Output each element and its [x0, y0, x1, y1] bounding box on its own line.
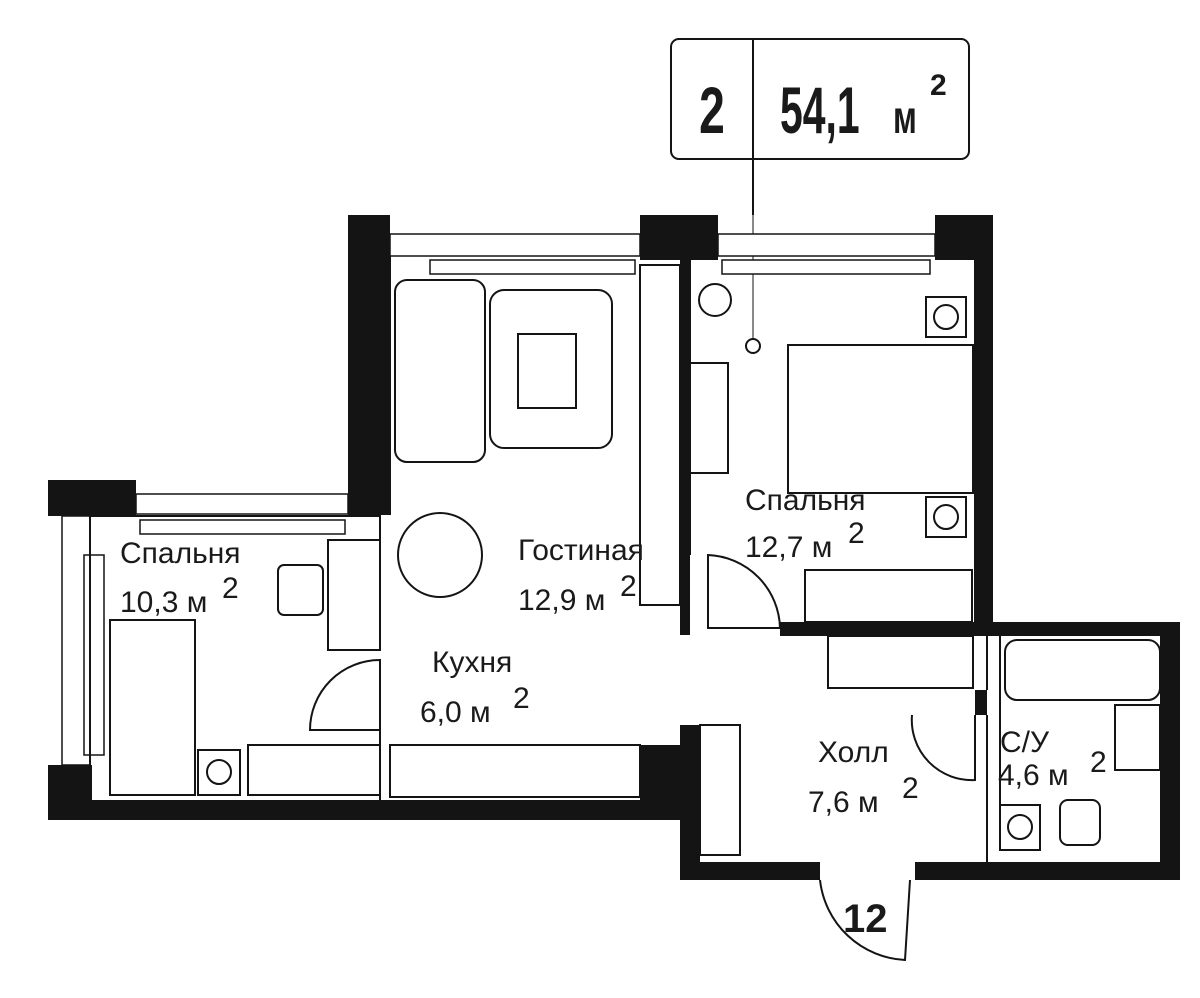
apartment-number: 12	[843, 897, 888, 941]
room-area: 12,9 м	[518, 584, 605, 617]
room-area: 7,6 м	[808, 786, 879, 819]
room-count: 2	[699, 74, 725, 148]
sofa	[394, 279, 486, 463]
toilet	[1059, 799, 1101, 846]
total-area: 54,1	[780, 73, 860, 148]
sup: 2	[222, 572, 239, 605]
room-name: Гостиная	[518, 534, 644, 567]
wardrobe	[804, 569, 973, 623]
wardrobe-bedroom	[689, 362, 729, 474]
wardrobe-living	[639, 264, 681, 606]
kitchen-counter	[389, 744, 641, 798]
washer	[1007, 814, 1033, 840]
apartment-badge: 2 54,1 м 2	[670, 38, 970, 354]
room-area: 10,3 м	[120, 586, 207, 619]
room-area: 4,6 м	[998, 759, 1069, 792]
area-unit: м	[893, 92, 917, 143]
plant	[698, 283, 732, 317]
area-unit-superscript: 2	[930, 69, 947, 102]
single-bed	[109, 619, 196, 796]
room-name: Кухня	[432, 646, 512, 679]
dining-table	[397, 512, 483, 598]
room-area: 6,0 м	[420, 696, 491, 729]
bed	[787, 344, 974, 494]
chair	[277, 564, 324, 616]
room-area: 12,7 м	[745, 531, 832, 564]
desk	[327, 539, 381, 651]
doors	[308, 553, 976, 962]
coat-rack-hall	[699, 724, 741, 856]
room-name: Спальня	[120, 537, 241, 570]
sup: 2	[620, 570, 637, 603]
walls	[48, 215, 1180, 880]
windows	[61, 233, 936, 766]
rug	[489, 289, 613, 449]
sup: 2	[1090, 746, 1107, 779]
bathtub	[1004, 639, 1161, 701]
room-name: Холл	[818, 736, 889, 769]
wardrobe-bedroom-small	[247, 744, 381, 796]
coat-rack	[827, 635, 974, 689]
sink	[1114, 704, 1161, 771]
sup: 2	[848, 517, 865, 550]
room-labels: Спальня 10,3 м 2 Гостиная 12,9 м 2 Спаль…	[120, 484, 1107, 941]
furniture	[109, 264, 1161, 856]
sup: 2	[902, 772, 919, 805]
coffee-table	[517, 333, 577, 409]
room-name: С/У	[1000, 726, 1050, 759]
sup: 2	[513, 682, 530, 715]
room-name: Спальня	[745, 484, 866, 517]
